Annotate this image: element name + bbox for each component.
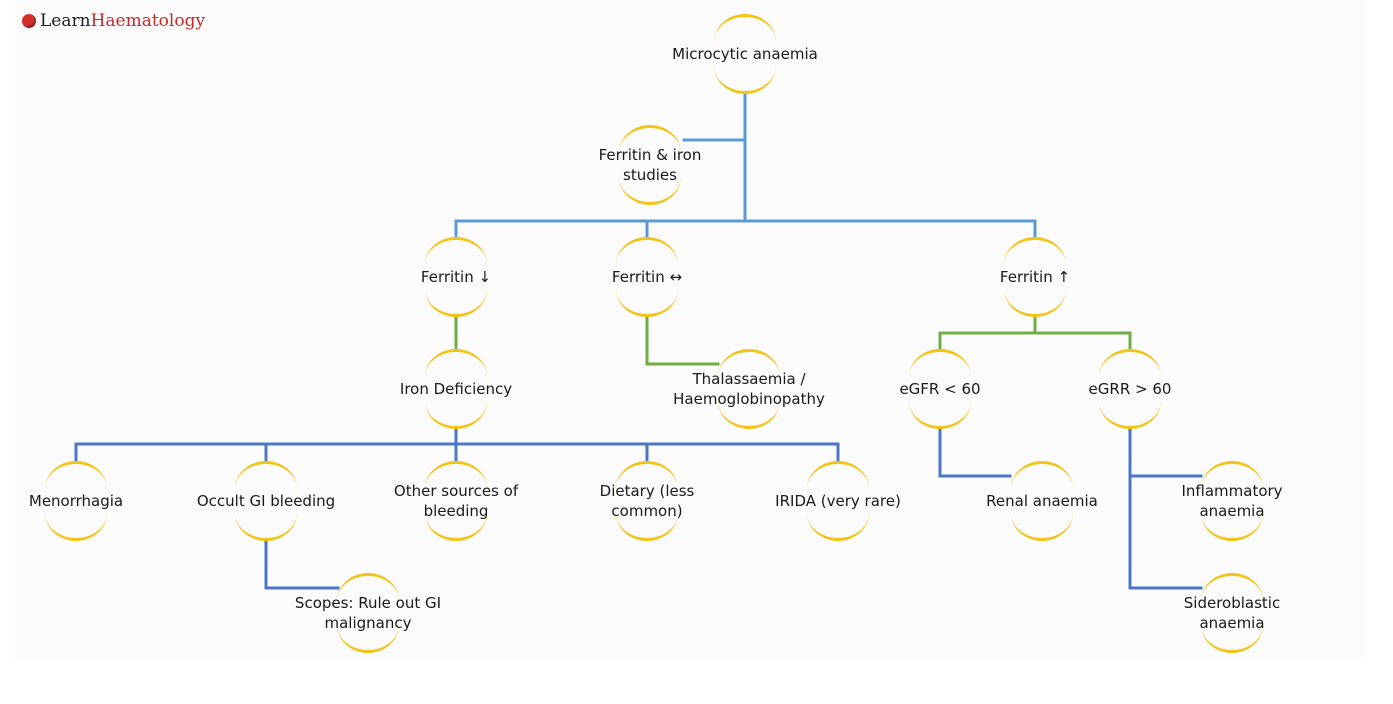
node-arc-bottom [337,625,399,653]
node-arc-top [1011,461,1073,489]
node-arc-bottom [1099,401,1161,429]
node-label: Inflammatory anaemia [1181,482,1283,520]
node-other-sources-bleeding: Other sources of bleeding [371,461,541,541]
diagram-background [15,0,1365,660]
node-arc-top [616,237,678,265]
node-label: IRIDA (very rare) [775,492,901,510]
node-microcytic-anaemia: Microcytic anaemia [660,14,830,94]
node-ferritin-high: Ferritin ↑ [950,237,1120,317]
node-label: Iron Deficiency [399,380,513,398]
node-irida: IRIDA (very rare) [753,461,923,541]
node-label: Ferritin & iron studies [598,146,702,184]
node-egfr-low: eGFR < 60 [855,349,1025,429]
node-arc-top [1201,573,1263,601]
node-arc-top [1201,461,1263,489]
node-label: Sideroblastic anaemia [1183,594,1281,632]
node-arc-bottom [1201,625,1263,653]
node-renal-anaemia: Renal anaemia [957,461,1127,541]
node-arc-bottom [718,401,780,429]
node-arc-top [425,349,487,377]
node-inflammatory-anaemia: Inflammatory anaemia [1147,461,1317,541]
node-arc-top [235,461,297,489]
node-arc-top [909,349,971,377]
node-label: Other sources of bleeding [393,482,519,520]
node-arc-top [425,461,487,489]
node-label: Renal anaemia [986,492,1098,510]
node-arc-bottom [616,513,678,541]
node-arc-top [425,237,487,265]
node-scopes: Scopes: Rule out GI malignancy [283,573,453,653]
node-arc-bottom [1004,289,1066,317]
node-label: Thalassaemia / Haemoglobinopathy [673,370,825,408]
connector-thalassaemia [645,316,720,366]
node-label: Ferritin ↔ [611,268,683,286]
node-arc-bottom [616,289,678,317]
connector-renal [938,427,1012,478]
node-sideroblastic-anaemia: Sideroblastic anaemia [1147,573,1317,653]
node-arc-bottom [1201,513,1263,541]
node-arc-top [1004,237,1066,265]
node-iron-deficiency: Iron Deficiency [371,349,541,429]
node-arc-top [714,14,776,42]
node-arc-top [45,461,107,489]
node-ferritin-normal: Ferritin ↔ [562,237,732,317]
node-arc-bottom [425,401,487,429]
node-label: Menorrhagia [28,492,124,510]
node-ferritin-low: Ferritin ↓ [371,237,541,317]
node-label: Occult GI bleeding [196,492,336,510]
node-arc-top [616,461,678,489]
node-label: Ferritin ↓ [420,268,492,286]
node-arc-bottom [909,401,971,429]
node-arc-bottom [714,66,776,94]
node-thalassaemia: Thalassaemia / Haemoglobinopathy [664,349,834,429]
node-dietary: Dietary (less common) [562,461,732,541]
node-label: Ferritin ↑ [999,268,1071,286]
node-arc-top [337,573,399,601]
logo-text-learn: Learn [40,11,91,31]
node-arc-top [807,461,869,489]
node-arc-bottom [425,513,487,541]
node-arc-bottom [807,513,869,541]
node-arc-bottom [619,177,681,205]
node-egrr-high: eGRR > 60 [1045,349,1215,429]
node-label: eGRR > 60 [1088,380,1172,398]
node-arc-top [1099,349,1161,377]
node-label: Dietary (less common) [599,482,695,520]
node-label: Microcytic anaemia [672,45,818,63]
node-label: eGFR < 60 [899,380,981,398]
node-arc-bottom [425,289,487,317]
connector-scopes [264,539,340,590]
node-arc-top [619,125,681,153]
node-arc-bottom [235,513,297,541]
node-ferritin-iron-studies: Ferritin & iron studies [565,125,735,205]
node-arc-bottom [45,513,107,541]
logo-text-haematology: Haematology [90,11,206,31]
node-label: Scopes: Rule out GI malignancy [294,594,442,632]
logo-dot-icon [22,14,36,28]
node-arc-bottom [1011,513,1073,541]
connector-inflammatory-sideroblastic [1128,427,1203,590]
node-menorrhagia: Menorrhagia [0,461,161,541]
node-arc-top [718,349,780,377]
node-occult-gi-bleeding: Occult GI bleeding [181,461,351,541]
